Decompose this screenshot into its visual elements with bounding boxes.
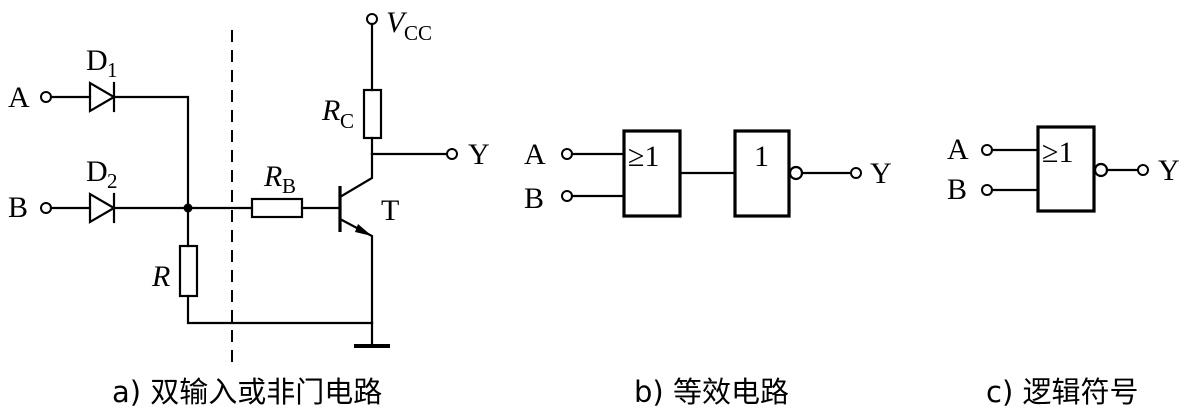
diode-d2-label: D <box>86 155 108 188</box>
diode-d1 <box>88 81 117 113</box>
output-y-label: Y <box>870 157 892 190</box>
input-b-label: B <box>947 173 967 206</box>
or-gate-label: ≥1 <box>628 140 659 173</box>
resistor-rc-subscript: C <box>340 109 354 133</box>
panel-c-logic-symbol: A B ≥1 Y c) 逻辑符号 <box>947 125 1180 409</box>
output-y-terminal <box>446 148 458 160</box>
output-y-label: Y <box>1158 154 1180 187</box>
input-b-label: B <box>8 191 28 224</box>
resistor-rc-label: R <box>321 94 340 127</box>
diode-d2-subscript: 2 <box>107 169 118 193</box>
caption-a: a) 双输入或非门电路 <box>112 375 382 409</box>
vcc-subscript: CC <box>404 21 432 45</box>
transistor-t <box>338 152 374 325</box>
resistor-r <box>178 244 199 298</box>
transistor-t-label: T <box>381 194 399 227</box>
inversion-bubble <box>1093 162 1109 178</box>
input-a-terminal <box>981 144 993 156</box>
output-y-label: Y <box>468 138 490 171</box>
inversion-bubble <box>788 165 804 181</box>
input-a-label: A <box>8 81 30 114</box>
input-a-label: A <box>947 133 969 166</box>
panel-a-circuit: A D 1 B D 2 R R B <box>8 6 490 409</box>
input-b-terminal <box>40 202 52 214</box>
output-y-terminal <box>850 167 862 179</box>
nor-gate-label: ≥1 <box>1042 136 1073 169</box>
resistor-rb <box>250 197 304 219</box>
input-a-terminal <box>561 148 573 160</box>
panel-b-equivalent: A B ≥1 1 Y b) 等效电路 <box>524 129 892 409</box>
resistor-rc <box>362 88 383 140</box>
input-a-terminal <box>40 91 52 103</box>
resistor-rb-label: R <box>263 160 282 193</box>
caption-c: c) 逻辑符号 <box>986 375 1138 409</box>
diode-d1-label: D <box>86 44 108 77</box>
diode-d2 <box>88 192 117 224</box>
input-b-terminal <box>561 190 573 202</box>
not-gate-label: 1 <box>754 140 769 173</box>
vcc-label: V <box>386 6 408 39</box>
resistor-r-label: R <box>151 260 170 293</box>
vcc-terminal <box>366 13 378 25</box>
diode-d1-subscript: 1 <box>107 58 118 82</box>
input-b-label: B <box>524 182 544 215</box>
resistor-rb-subscript: B <box>282 174 296 198</box>
input-a-label: A <box>524 138 546 171</box>
output-y-terminal <box>1137 164 1149 176</box>
caption-b: b) 等效电路 <box>634 375 789 409</box>
input-b-terminal <box>981 184 993 196</box>
